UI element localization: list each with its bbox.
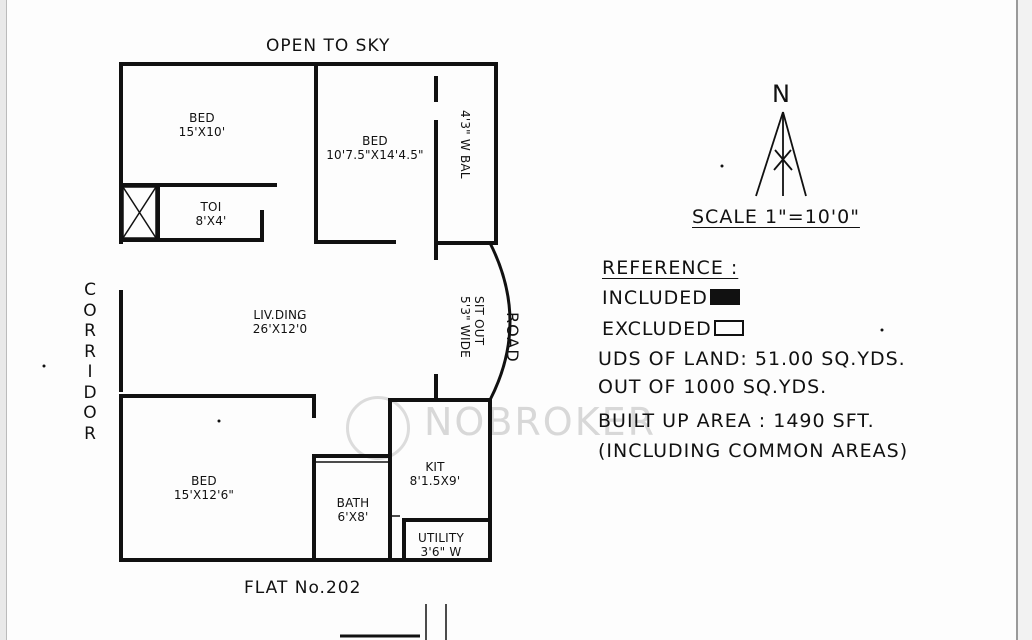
right-margin xyxy=(1018,0,1032,640)
room-bed2-name: BED xyxy=(362,134,388,148)
road-label: ROAD xyxy=(503,312,522,363)
room-kitchen: KIT 8'1.5X9' xyxy=(400,460,470,488)
legend-excluded-label: EXCLUDED xyxy=(602,318,712,340)
room-bath-name: BATH xyxy=(336,496,370,510)
room-living: LIV.DING 26'X12'0 xyxy=(240,308,320,336)
room-toilet: TOI 8'X4' xyxy=(184,200,238,228)
left-page-edge xyxy=(0,0,7,640)
corridor-label: C O R R I D O R xyxy=(83,280,97,444)
room-living-size: 26'X12'0 xyxy=(252,322,308,336)
room-bed2: BED 10'7.5"X14'4.5" xyxy=(318,134,432,162)
room-bed3-size: 15'X12'6" xyxy=(173,488,235,502)
room-bath: BATH 6'X8' xyxy=(324,496,382,524)
room-toilet-size: 8'X4' xyxy=(195,214,227,228)
duct-box xyxy=(122,186,157,239)
legend-excluded: EXCLUDED xyxy=(602,318,744,340)
room-sitout-size: 5'3" WIDE xyxy=(458,296,472,358)
room-toilet-name: TOI xyxy=(200,200,222,214)
room-utility: UTILITY 3'6" W xyxy=(406,531,476,559)
legend-included-label: INCLUDED xyxy=(602,287,708,309)
uds-line-1: UDS OF LAND: 51.00 SQ.YDS. xyxy=(598,348,906,370)
built-up-line-2: (INCLUDING COMMON AREAS) xyxy=(598,440,909,462)
flat-number-label: FLAT No.202 xyxy=(244,578,362,598)
built-up-line-1: BUILT UP AREA : 1490 SFT. xyxy=(598,410,875,432)
room-balcony: 4'3" W BAL xyxy=(458,110,472,179)
right-page-edge xyxy=(1016,0,1018,640)
reference-title: REFERENCE : xyxy=(602,257,739,279)
north-arrow-icon xyxy=(755,111,807,197)
room-bed2-size: 10'7.5"X14'4.5" xyxy=(326,148,424,162)
included-swatch-icon xyxy=(709,289,740,305)
excluded-swatch-icon xyxy=(713,320,744,336)
room-kitchen-size: 8'1.5X9' xyxy=(409,474,461,488)
uds-line-2: OUT OF 1000 SQ.YDS. xyxy=(598,376,828,398)
duct-cross-b xyxy=(122,186,157,239)
open-to-sky-label: OPEN TO SKY xyxy=(266,36,391,56)
scale-label: SCALE 1"=10'0" xyxy=(692,206,860,228)
room-kitchen-name: KIT xyxy=(425,460,445,474)
room-bath-size: 6'X8' xyxy=(337,510,369,524)
room-bed1-name: BED xyxy=(189,111,215,125)
room-living-name: LIV.DING xyxy=(253,308,307,322)
watermark-logo-icon xyxy=(346,396,410,460)
room-sitout-name: SIT OUT xyxy=(472,296,486,346)
sitout-curve xyxy=(488,242,512,401)
watermark: NOBROKER xyxy=(424,400,657,444)
room-bed1-size: 15'X10' xyxy=(178,125,226,139)
north-label: N xyxy=(772,80,791,108)
room-bed3: BED 15'X12'6" xyxy=(166,474,242,502)
room-utility-size: 3'6" W xyxy=(420,545,462,559)
room-sitout: SIT OUT 5'3" WIDE xyxy=(458,296,486,358)
legend-included: INCLUDED xyxy=(602,287,740,309)
room-bed3-name: BED xyxy=(191,474,217,488)
room-bed1: BED 15'X10' xyxy=(172,111,232,139)
room-utility-name: UTILITY xyxy=(418,531,464,545)
